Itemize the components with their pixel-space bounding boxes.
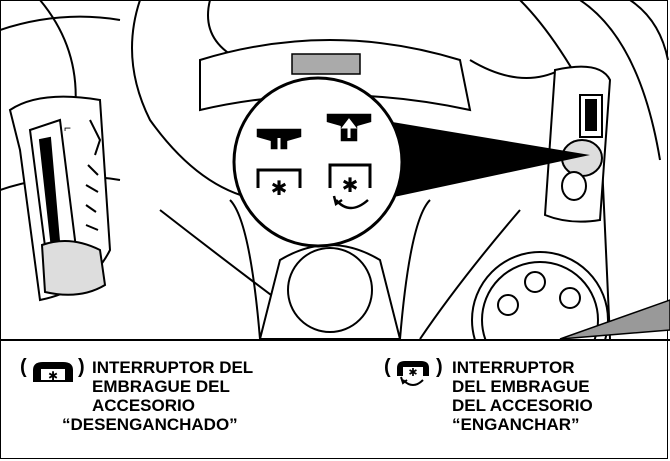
- caption-line: INTERRUPTOR DEL: [92, 358, 253, 377]
- throttle-lever: ⌐: [10, 97, 110, 300]
- caption-line: INTERRUPTOR: [452, 358, 593, 377]
- caption-line: “DESENGANCHADO”: [62, 415, 253, 434]
- caption-line: ACCESORIO: [92, 396, 253, 415]
- open-paren: (: [20, 358, 27, 377]
- pto-switch-down-icon: ✱: [29, 360, 77, 382]
- dashboard-illustration: ⌐ ✱ ✱: [0, 0, 670, 339]
- caption-line: DEL ACCESORIO: [452, 396, 593, 415]
- caption-engaged: ( ✱ ) INTERRUPTOR DEL EMBRAGUE DEL ACCES…: [384, 358, 664, 448]
- svg-text:✱: ✱: [271, 176, 288, 200]
- svg-text:✱: ✱: [408, 366, 417, 379]
- open-paren: (: [384, 358, 391, 377]
- ignition-panel: [472, 252, 608, 339]
- svg-text:⌐: ⌐: [64, 121, 71, 135]
- callout-circle: [234, 78, 402, 246]
- pto-switch-panel: [545, 67, 610, 222]
- divider: [0, 339, 670, 341]
- center-indicator: [292, 54, 360, 74]
- svg-text:✱: ✱: [48, 369, 58, 382]
- close-paren: ): [436, 358, 443, 377]
- pto-switch-up-rotate-icon: ✱: [393, 360, 433, 390]
- caption-text: INTERRUPTOR DEL EMBRAGUE DEL ACCESORIO “…: [92, 358, 253, 434]
- svg-text:✱: ✱: [342, 173, 359, 197]
- caption-disengaged: ( ✱ ) INTERRUPTOR DEL EMBRAGUE DEL ACCES…: [20, 358, 320, 448]
- caption-line: DEL EMBRAGUE: [452, 377, 593, 396]
- caption-line: “ENGANCHAR”: [452, 415, 593, 434]
- caption-line: EMBRAGUE DEL: [92, 377, 253, 396]
- close-paren: ): [78, 358, 85, 377]
- caption-text: INTERRUPTOR DEL EMBRAGUE DEL ACCESORIO “…: [452, 358, 593, 434]
